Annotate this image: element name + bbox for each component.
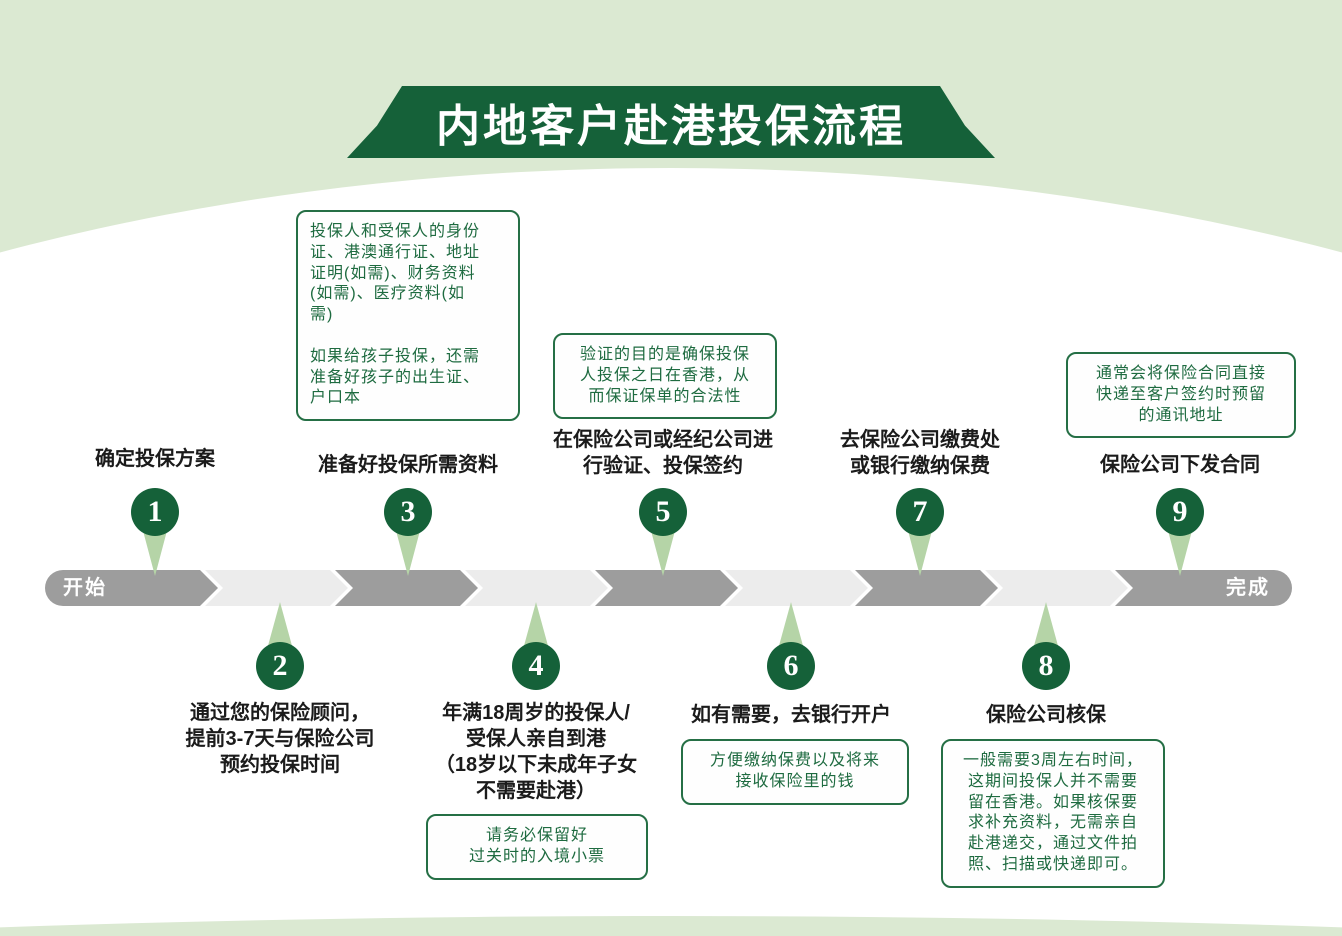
step-1-number-badge: 1	[131, 488, 179, 536]
step-5-number-badge: 5	[639, 488, 687, 536]
step-7-number-badge: 7	[896, 488, 944, 536]
step-9-note: 通常会将保险合同直接 快递至客户签约时预留 的通讯地址	[1066, 352, 1296, 439]
page-title: 内地客户赴港投保流程	[436, 102, 906, 151]
timeline-segment	[335, 570, 478, 606]
step-9-label: 保险公司下发合同	[1100, 454, 1260, 476]
timeline-segment	[725, 570, 868, 606]
step-3-label: 准备好投保所需资料	[318, 454, 498, 476]
step-5-note: 验证的目的是确保投保 人投保之日在香港，从 而保证保单的合法性	[553, 333, 777, 420]
step-8-number-badge: 8	[1022, 642, 1070, 690]
step-8-label: 保险公司核保	[986, 704, 1106, 726]
step-9-number-badge: 9	[1156, 488, 1204, 536]
background-bottom-band	[0, 916, 1342, 936]
step-5-label: 在保险公司或经纪公司进 行验证、投保签约	[553, 429, 773, 477]
step-8-note: 一般需要3周左右时间， 这期间投保人并不需要 留在香港。如果核保要 求补充资料，…	[941, 739, 1165, 888]
step-2-number-badge: 2	[256, 642, 304, 690]
timeline-segment	[985, 570, 1128, 606]
step-6-label: 如有需要，去银行开户	[691, 704, 891, 726]
timeline-segment	[595, 570, 738, 606]
timeline-segment	[855, 570, 998, 606]
timeline-end-label: 完成	[1226, 577, 1270, 599]
step-6-note: 方便缴纳保费以及将来 接收保险里的钱	[681, 739, 909, 805]
step-7-label: 去保险公司缴费处 或银行缴纳保费	[840, 429, 1000, 477]
title-ribbon: 内地客户赴港投保流程	[347, 86, 995, 158]
step-6-number-badge: 6	[767, 642, 815, 690]
timeline-segment	[205, 570, 348, 606]
timeline-segment-start: 开始	[45, 570, 218, 606]
timeline-start-label: 开始	[63, 577, 107, 599]
step-2-label: 通过您的保险顾问， 提前3-7天与保险公司 预约投保时间	[185, 702, 375, 776]
step-3-note: 投保人和受保人的身份 证、港澳通行证、地址 证明(如需)、财务资料 (如需)、医…	[296, 210, 520, 422]
step-4-label: 年满18周岁的投保人/ 受保人亲自到港 （18岁以下未成年子女 不需要赴港）	[434, 702, 638, 802]
step-1-label: 确定投保方案	[95, 448, 215, 470]
step-4-number-badge: 4	[512, 642, 560, 690]
step-3-number-badge: 3	[384, 488, 432, 536]
step-4-note: 请务必保留好 过关时的入境小票	[426, 814, 648, 880]
timeline-segment-end: 完成	[1115, 570, 1292, 606]
timeline-segment	[465, 570, 608, 606]
